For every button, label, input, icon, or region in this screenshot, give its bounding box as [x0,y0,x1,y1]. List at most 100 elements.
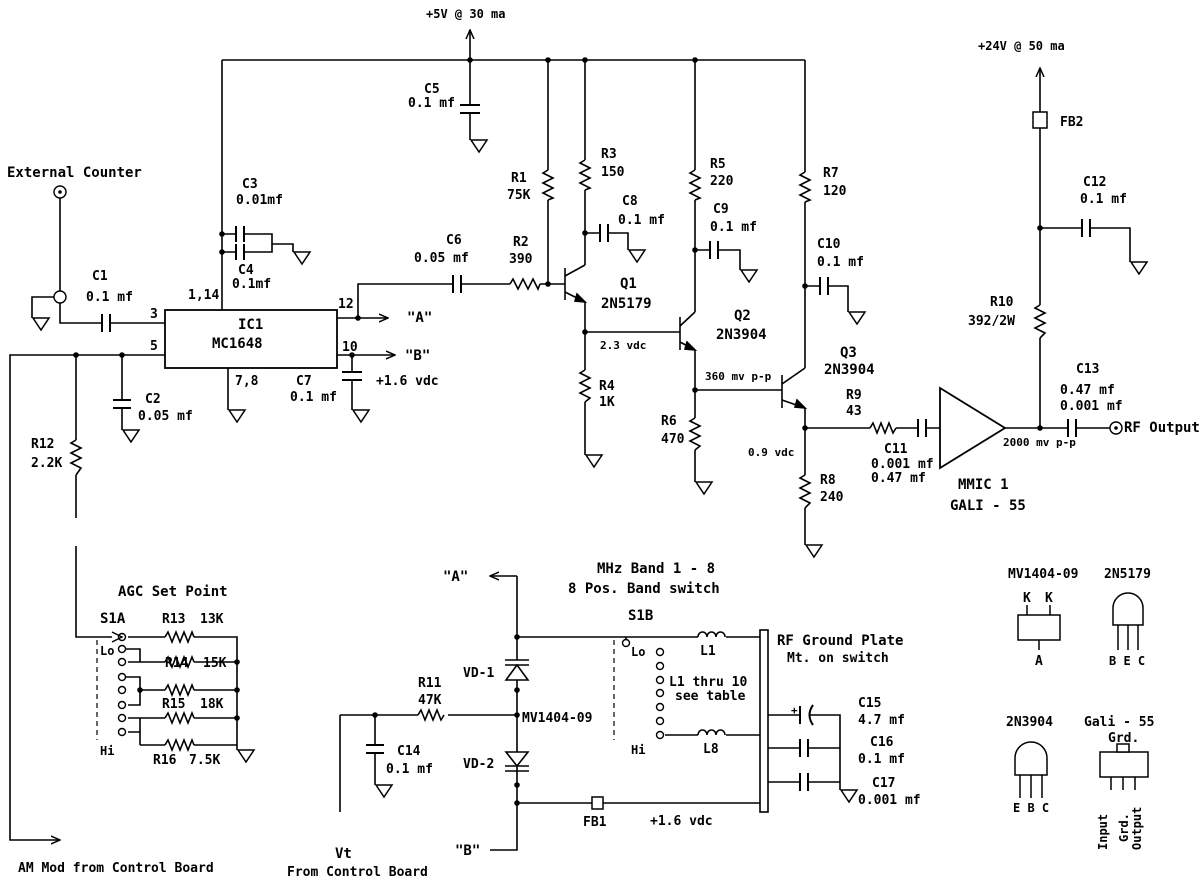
ic1-body [164,309,338,369]
r13-value: 13K [200,612,224,627]
r16-body [164,710,195,726]
c17-value: 0.001 mf [858,793,921,808]
c6-name: C6 [446,233,462,248]
plus5-label: +5V @ 30 ma [426,7,505,21]
r8-value: 240 [820,490,844,505]
capacitor-plates [101,104,1091,791]
r1-name: R1 [511,171,527,186]
q1-symbol [564,264,588,304]
pinout-2n3904 [1014,741,1048,798]
r4-body [578,369,592,403]
c17-name: C17 [872,776,895,791]
c9-value: 0.1 mf [710,220,757,235]
v-c7-node: +1.6 vdc [376,374,439,389]
r8-name: R8 [820,473,836,488]
pin-gali-input: Input [1096,814,1110,850]
band-note2: see table [675,689,746,704]
am-mod-label: AM Mod from Control Board [18,861,214,876]
r14-name: R14 [165,656,189,671]
ic1-pin14: 1,14 [188,288,219,303]
c13-value2: 0.001 mf [1060,399,1123,414]
r5-name: R5 [710,157,726,172]
r3-name: R3 [601,147,617,162]
ic1-part: MC1648 [212,336,263,352]
c11-value1: 0.001 mf [871,457,934,472]
q1-name: Q1 [620,276,637,292]
r11-name: R11 [418,676,442,691]
fb1-body [591,796,604,810]
pinout-2n5179 [1112,592,1144,650]
l1-body [697,631,726,638]
c3-value: 0.01mf [236,193,283,208]
c7-name: C7 [296,374,312,389]
pin-gali-output: Output [1130,807,1144,850]
r10-body [1033,304,1047,339]
v-q2-base: 2.3 vdc [600,339,646,352]
c7-value: 0.1 mf [290,390,337,405]
q3-symbol [781,367,808,410]
r4-value: 1K [599,395,615,410]
r14-body [164,654,195,670]
resistors [69,159,1047,753]
c11-name: C11 [884,442,908,457]
r3-body [578,159,592,191]
inductors [697,631,726,736]
c6-value: 0.05 mf [414,251,469,266]
r16-name: R16 [153,753,177,768]
pin-mv1404-a: A [1035,654,1043,669]
pinout-mv1404 [1017,605,1061,650]
plus24-label: +24V @ 50 ma [978,39,1065,53]
s1b-label: S1B [628,608,653,624]
q2-symbol [679,311,698,352]
mmic-name: MMIC 1 [958,477,1009,493]
pin-2n3904-pins: E B C [1013,801,1049,815]
mmic-part: GALI - 55 [950,498,1026,514]
fb1-label: FB1 [583,815,607,830]
r10-value: 392/2W [968,314,1015,329]
s1a-lo: Lo [100,644,114,658]
q3-name: Q3 [840,345,857,361]
r16b-body [164,737,195,753]
ic1-pin12: 12 [338,297,354,312]
r7-body [798,171,812,203]
c11-value2: 0.47 mf [871,471,926,486]
ext-counter-connector-dot [58,190,62,194]
v-fb1-node: +1.6 vdc [650,814,713,829]
c12-name: C12 [1083,175,1106,190]
vd1-symbol [504,659,530,690]
pin-mv1404-k2: K [1045,591,1053,606]
c8-value: 0.1 mf [618,213,665,228]
r9-body [869,420,897,436]
r12-value: 2.2K [31,456,62,471]
r1-body [541,169,555,201]
pin-gali-grd-top: Grd. [1108,731,1139,746]
vd2-label: VD-2 [463,757,494,772]
ic1-pin78: 7,8 [235,374,259,389]
pin-mv1404-title: MV1404-09 [1008,567,1078,582]
c4-name: C4 [238,263,254,278]
c1-input-connector [53,290,67,304]
pin-mv1404-k1: K [1023,591,1031,606]
ic1-pin10: 10 [342,340,358,355]
c3-name: C3 [242,177,258,192]
band-title: MHz Band 1 - 8 [597,561,715,577]
l8-label: L8 [703,742,719,757]
s1b-contacts [621,638,665,740]
r9-name: R9 [846,388,862,403]
pin-2n5179-title: 2N5179 [1104,567,1151,582]
rf-output-label: RF Output [1124,420,1200,436]
c5-value: 0.1 mf [408,96,455,111]
c5-name: C5 [424,82,440,97]
pin-gali-grd: Grd. [1117,813,1131,842]
r15-name: R15 [162,697,185,712]
r7-name: R7 [823,166,839,181]
pinout-gali55 [1099,743,1149,790]
vd1-label: VD-1 [463,666,494,681]
pin-2n5179-pins: B E C [1109,654,1145,668]
c14-value: 0.1 mf [386,762,433,777]
ic1-pin5: 5 [150,339,158,354]
v-rf-out: 2000 mv p-p [1003,436,1076,449]
ground-plate-sub: Mt. on switch [787,651,889,666]
r2-name: R2 [513,235,529,250]
c15-polarity: + [791,704,798,717]
